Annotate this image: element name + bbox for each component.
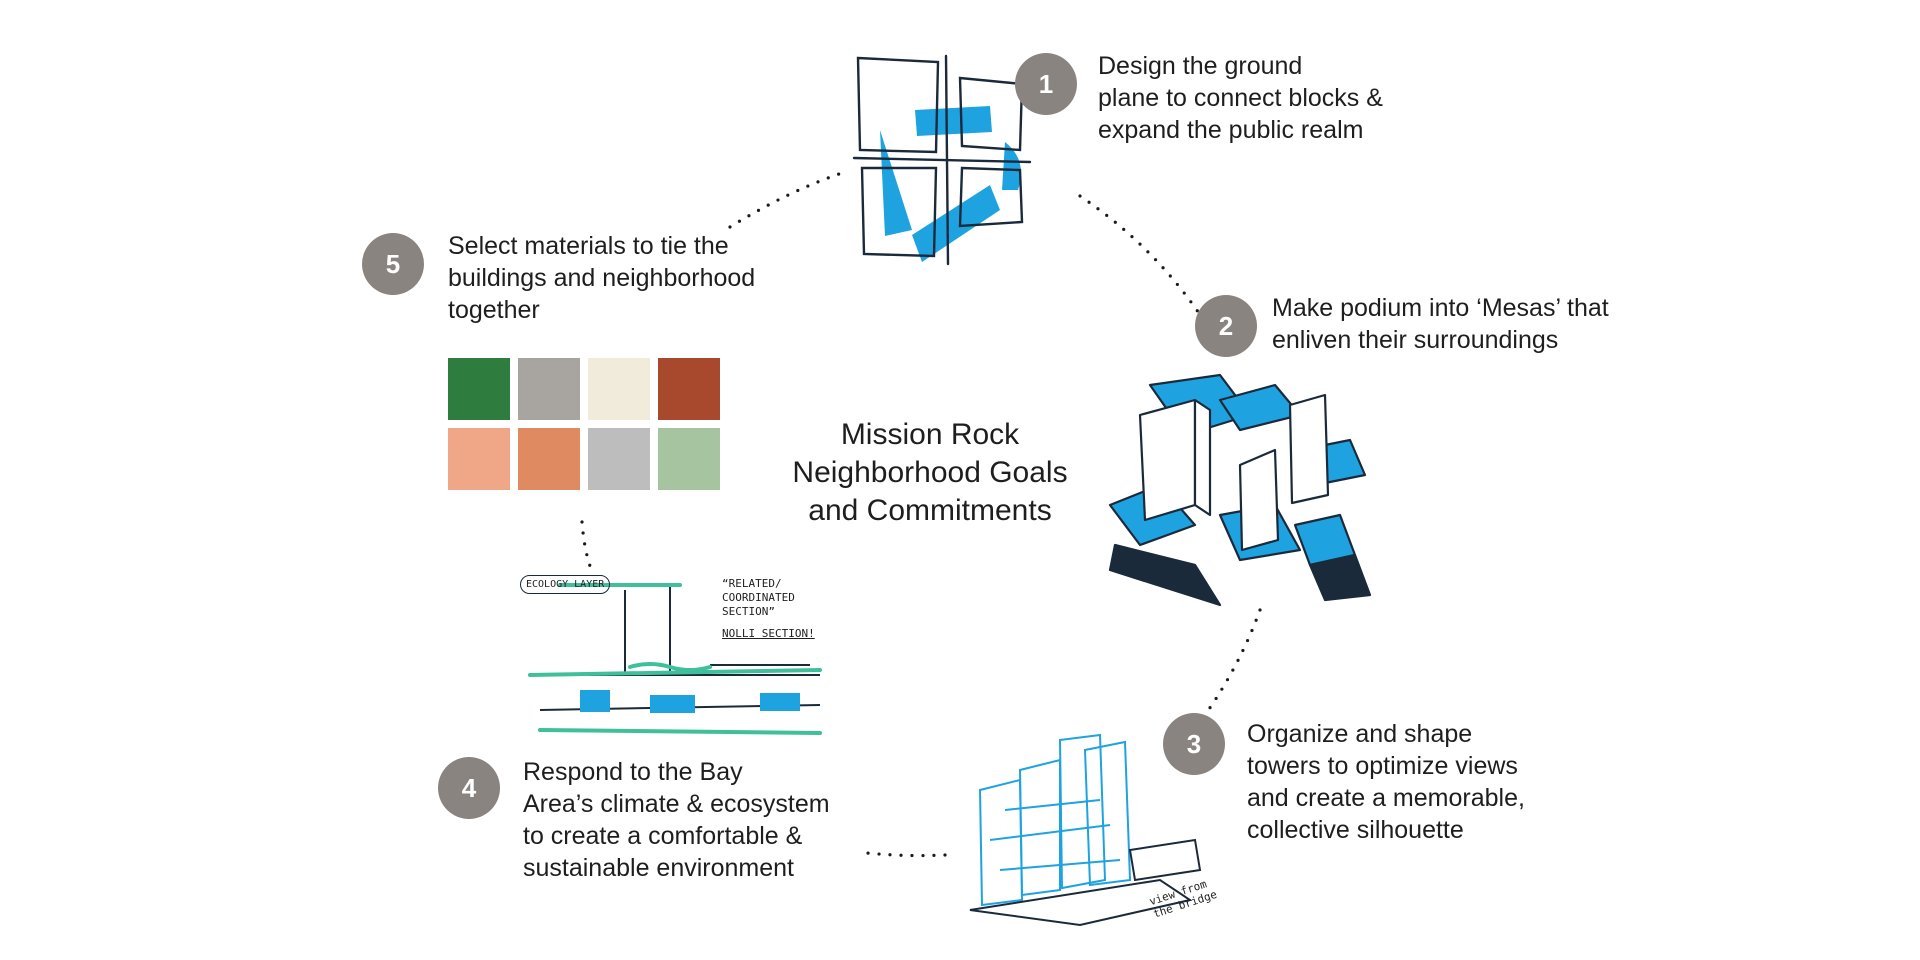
step-4-line-1: Respond to the Bay	[523, 758, 743, 786]
step-5-line-3: together	[448, 296, 540, 324]
step-2-line-1: Make podium into ‘Mesas’ that	[1272, 294, 1609, 322]
ecology-layer-note: ECOLOGY LAYER	[520, 575, 611, 594]
step-3-line-2: towers to optimize views	[1247, 752, 1518, 780]
step-3-line-1: Organize and shape	[1247, 720, 1473, 748]
step-4-text: Respond to the Bay Area’s climate & ecos…	[523, 756, 830, 884]
step-1-line-2: plane to connect blocks &	[1098, 84, 1383, 112]
step-5-line-1: Select materials to tie the	[448, 232, 729, 260]
step-1-text: Design the ground plane to connect block…	[1098, 50, 1383, 146]
step-2-number: 2	[1218, 310, 1234, 341]
arc-3-to-4	[856, 850, 947, 858]
arc-2-to-3	[1203, 608, 1262, 717]
step-4-line-4: sustainable environment	[523, 854, 794, 882]
step-4-line-3: to create a comfortable &	[523, 822, 803, 850]
step-1-badge: 1	[1015, 53, 1077, 115]
diagram-title: Mission Rock Neighborhood Goals and Comm…	[770, 416, 1090, 530]
related-note-line-1: “RELATED/	[722, 577, 782, 590]
material-swatch-light-gray	[588, 428, 650, 490]
step-3-badge: 3	[1163, 713, 1225, 775]
step-1-number: 1	[1038, 68, 1054, 99]
material-swatch-salmon	[448, 428, 510, 490]
step-4-line-2: Area’s climate & ecosystem	[523, 790, 830, 818]
ecology-layer-label: ECOLOGY LAYER	[526, 579, 605, 590]
material-swatch-green-glaze	[448, 358, 510, 420]
step-5-text: Select materials to tie the buildings an…	[448, 230, 755, 326]
towers-silhouette-sketch	[969, 733, 1202, 927]
step-1-line-3: expand the public realm	[1098, 116, 1364, 144]
step-5-number: 5	[385, 248, 401, 279]
step-4-number: 4	[461, 772, 477, 803]
title-line-3: and Commitments	[808, 494, 1052, 527]
ground-plane-sketch	[852, 54, 1032, 266]
step-3-line-3: and create a memorable,	[1247, 784, 1525, 812]
material-swatch-gray-texture	[518, 358, 580, 420]
climate-section-sketch	[528, 583, 822, 735]
arc-1-to-2	[1078, 194, 1212, 332]
material-swatch-sage	[658, 428, 720, 490]
material-swatch-brick-red	[658, 358, 720, 420]
step-1-line-1: Design the ground	[1098, 52, 1303, 80]
step-3-text: Organize and shape towers to optimize vi…	[1247, 718, 1525, 846]
related-section-note: “RELATED/ COORDINATED SECTION” NOLLI SEC…	[722, 577, 815, 641]
arc-5-to-1	[728, 170, 847, 229]
step-3-line-4: collective silhouette	[1247, 816, 1464, 844]
mesas-podium-sketch	[1108, 373, 1372, 607]
related-note-line-2: COORDINATED	[722, 591, 795, 604]
step-5-line-2: buildings and neighborhood	[448, 264, 756, 292]
step-5-badge: 5	[362, 233, 424, 295]
step-3-number: 3	[1186, 728, 1202, 759]
related-note-line-3: SECTION”	[722, 605, 775, 618]
step-2-line-2: enliven their surroundings	[1272, 326, 1559, 354]
material-swatch-cream-terrazzo	[588, 358, 650, 420]
step-2-badge: 2	[1195, 295, 1257, 357]
title-line-1: Mission Rock	[840, 418, 1020, 451]
nolli-section-note: NOLLI SECTION!	[722, 627, 815, 640]
step-4-badge: 4	[438, 757, 500, 819]
material-swatch-terracotta	[518, 428, 580, 490]
step-2-text: Make podium into ‘Mesas’ that enliven th…	[1272, 292, 1609, 356]
title-line-2: Neighborhood Goals	[792, 456, 1068, 489]
arc-4-to-5	[580, 520, 592, 568]
